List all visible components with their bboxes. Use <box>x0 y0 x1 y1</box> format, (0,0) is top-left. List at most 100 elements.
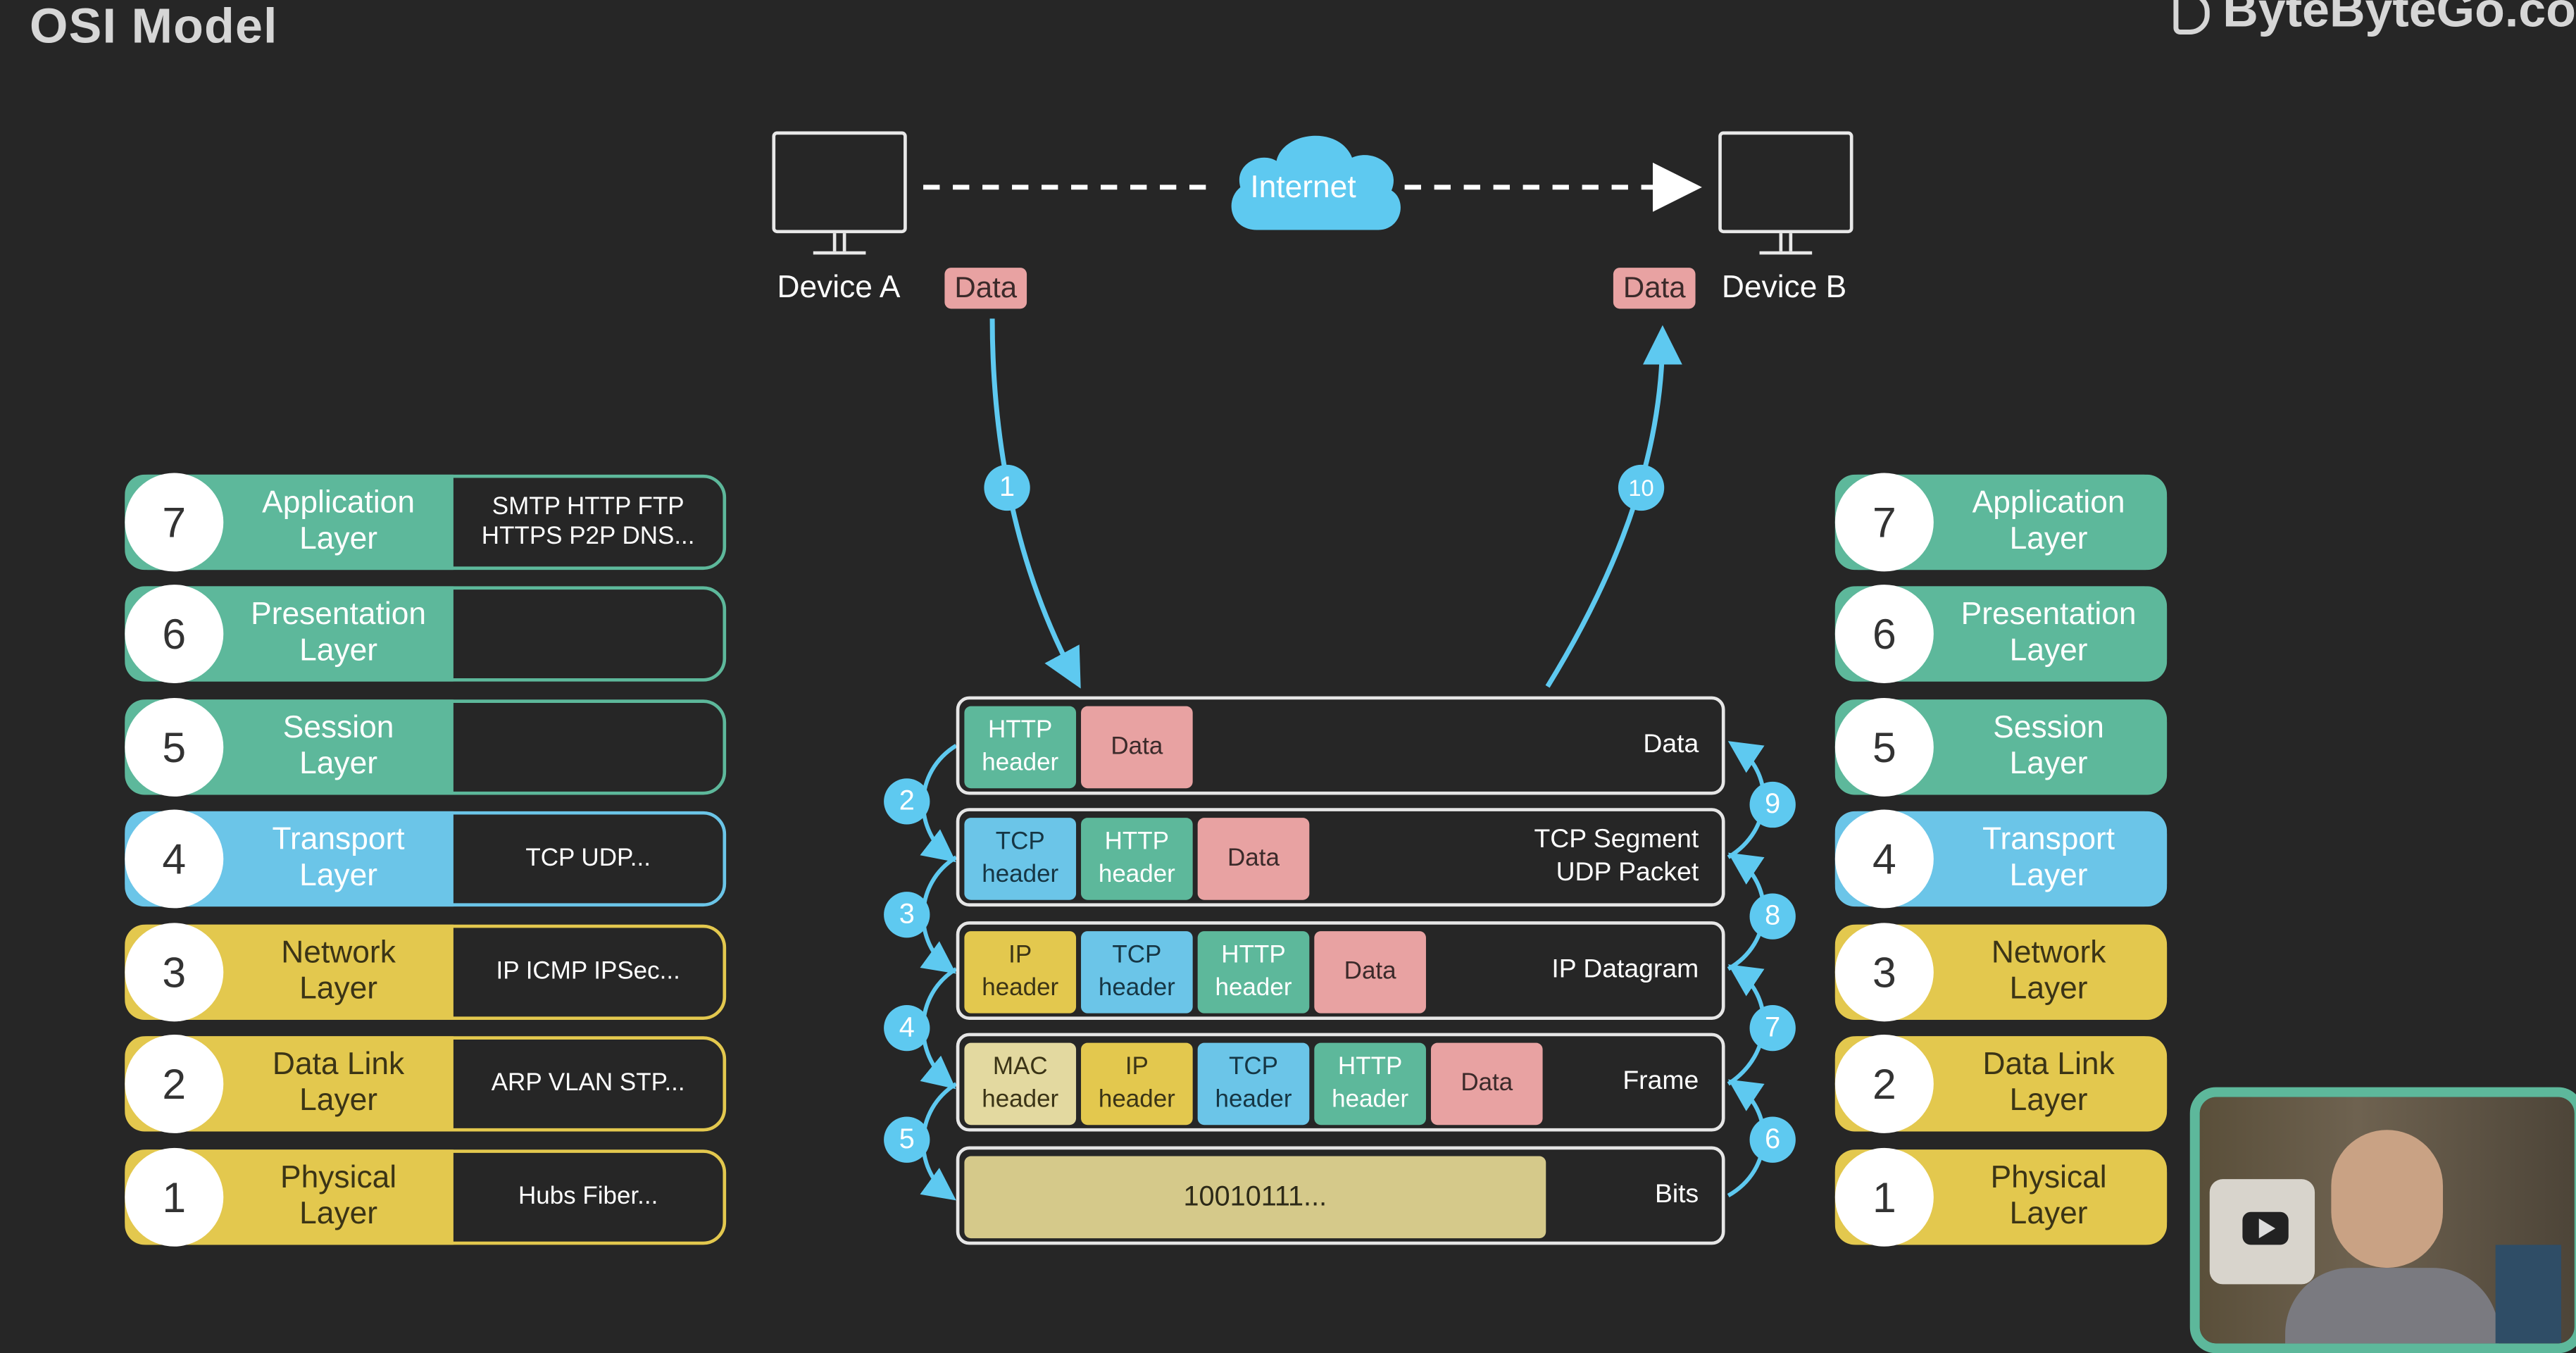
left-layer-7: 7 Application Layer SMTP HTTP FTP HTTPS P2… <box>125 473 727 577</box>
packet-block: HTTP header <box>964 706 1077 789</box>
layer-name: Presentation Layer <box>1961 597 2137 669</box>
right-layer-2: 2 Data Link Layer <box>1834 1034 2168 1138</box>
left-layer-5: 5 Session Layer <box>125 697 727 802</box>
packet-block: 10010111... <box>964 1156 1546 1239</box>
packet-block: HTTP header <box>1081 818 1193 900</box>
layer-protocols <box>454 699 723 794</box>
layer-protocols: TCP UDP... <box>525 844 651 873</box>
layer-number: 3 <box>1834 923 1934 1022</box>
layer-number: 4 <box>125 809 224 909</box>
layer-name: Presentation Layer <box>251 597 427 669</box>
right-layer-6: 6 Presentation Layer <box>1834 585 2168 688</box>
step-5-marker: 5 <box>884 1116 930 1163</box>
layer-protocols <box>454 586 723 681</box>
layer-number: 6 <box>1834 585 1934 683</box>
layer-name: Physical Layer <box>1990 1161 2107 1232</box>
device-b-data-tag: Data <box>1613 268 1696 309</box>
layer-number: 2 <box>1834 1034 1934 1133</box>
packet-label: IP Datagram <box>1551 956 1699 984</box>
layer-number: 5 <box>1834 697 1934 797</box>
layer-number: 1 <box>125 1147 224 1247</box>
packet-label: Bits <box>1654 1180 1699 1209</box>
presenter-shirt <box>2285 1268 2499 1344</box>
layer-name: Session Layer <box>282 711 394 782</box>
presenter-face <box>2331 1130 2444 1268</box>
right-layer-4: 4 Transport Layer <box>1834 809 2168 914</box>
brand-name: ByteByteGo.co <box>2222 0 2576 38</box>
packet-block: IP header <box>1081 1042 1193 1126</box>
packet-label: Data <box>1643 730 1699 759</box>
right-layer-1: 1 Physical Layer <box>1834 1147 2168 1252</box>
device-b-label: Device B <box>1721 270 1847 306</box>
layer-name: Physical Layer <box>280 1161 397 1232</box>
packet-block: HTTP header <box>1197 931 1310 1014</box>
step-10-marker: 10 <box>1618 464 1665 511</box>
packet-block: TCP header <box>1197 1042 1310 1126</box>
packet-block: Data <box>1081 706 1193 789</box>
step-9-marker: 9 <box>1749 781 1796 828</box>
arrow-up-path <box>1545 325 1682 688</box>
packet-block: IP header <box>964 931 1077 1014</box>
layer-number: 6 <box>125 585 224 683</box>
packet-block: TCP header <box>964 818 1077 900</box>
layer-number: 3 <box>125 923 224 1022</box>
layer-number: 1 <box>1834 1147 1934 1247</box>
step-1-marker: 1 <box>984 464 1030 511</box>
device-a-data-tag: Data <box>944 268 1027 309</box>
layer-number: 2 <box>125 1034 224 1133</box>
layer-name: Network Layer <box>281 936 396 1007</box>
layer-name: Transport Layer <box>272 823 405 894</box>
cloud-icon <box>1231 135 1401 230</box>
play-icon <box>2242 1211 2289 1245</box>
page-title: OSI Model <box>29 0 278 54</box>
left-layer-4: 4 Transport Layer TCP UDP... <box>125 809 727 914</box>
packet-block: Data <box>1430 1042 1543 1126</box>
book-cover <box>2495 1245 2561 1344</box>
presenter-webcam <box>2189 1087 2576 1353</box>
layer-name: Data Link Layer <box>1982 1047 2115 1118</box>
brand-logo: ByteByteGo.co <box>2173 0 2576 39</box>
layer-protocols: SMTP HTTP FTP HTTPS P2P DNS... <box>481 492 695 551</box>
right-layer-7: 7 Application Layer <box>1834 473 2168 577</box>
step-8-marker: 8 <box>1749 893 1796 940</box>
packet-block: TCP header <box>1081 931 1193 1014</box>
step-2-marker: 2 <box>884 778 930 825</box>
layer-name: Transport Layer <box>1982 823 2115 894</box>
packet-block: Data <box>1197 818 1310 900</box>
packet-label: TCP Segment UDP Packet <box>1534 825 1699 887</box>
packet-row: 10010111... Bits <box>956 1146 1725 1245</box>
layer-name: Network Layer <box>1991 936 2106 1007</box>
right-layer-5: 5 Session Layer <box>1834 697 2168 802</box>
layer-name: Application Layer <box>262 486 415 557</box>
monitor-icon <box>772 131 907 263</box>
logo-icon <box>2173 0 2210 35</box>
layer-name: Application Layer <box>1972 486 2125 557</box>
layer-protocols: IP ICMP IPSec... <box>496 957 680 986</box>
layer-number: 7 <box>125 473 224 572</box>
layer-protocols: Hubs Fiber... <box>518 1182 658 1211</box>
layer-number: 5 <box>125 697 224 797</box>
left-layer-6: 6 Presentation Layer <box>125 585 727 688</box>
layer-protocols: ARP VLAN STP... <box>491 1068 685 1097</box>
internet-label: Internet <box>1250 170 1356 206</box>
left-layer-1: 1 Physical Layer Hubs Fiber... <box>125 1147 727 1252</box>
step-7-marker: 7 <box>1749 1005 1796 1052</box>
layer-name: Data Link Layer <box>272 1047 405 1118</box>
layer-name: Session Layer <box>1993 711 2104 782</box>
packet-label: Frame <box>1622 1067 1699 1096</box>
layer-number: 4 <box>1834 809 1934 909</box>
left-layer-3: 3 Network Layer IP ICMP IPSec... <box>125 923 727 1027</box>
step-4-marker: 4 <box>884 1005 930 1052</box>
monitor-icon <box>1718 131 1853 263</box>
packet-block: Data <box>1314 931 1426 1014</box>
packet-block: MAC header <box>964 1042 1077 1126</box>
layer-number: 7 <box>1834 473 1934 572</box>
device-a-label: Device A <box>777 270 901 306</box>
packet-block: HTTP header <box>1314 1042 1426 1126</box>
left-layer-2: 2 Data Link Layer ARP VLAN STP... <box>125 1034 727 1138</box>
